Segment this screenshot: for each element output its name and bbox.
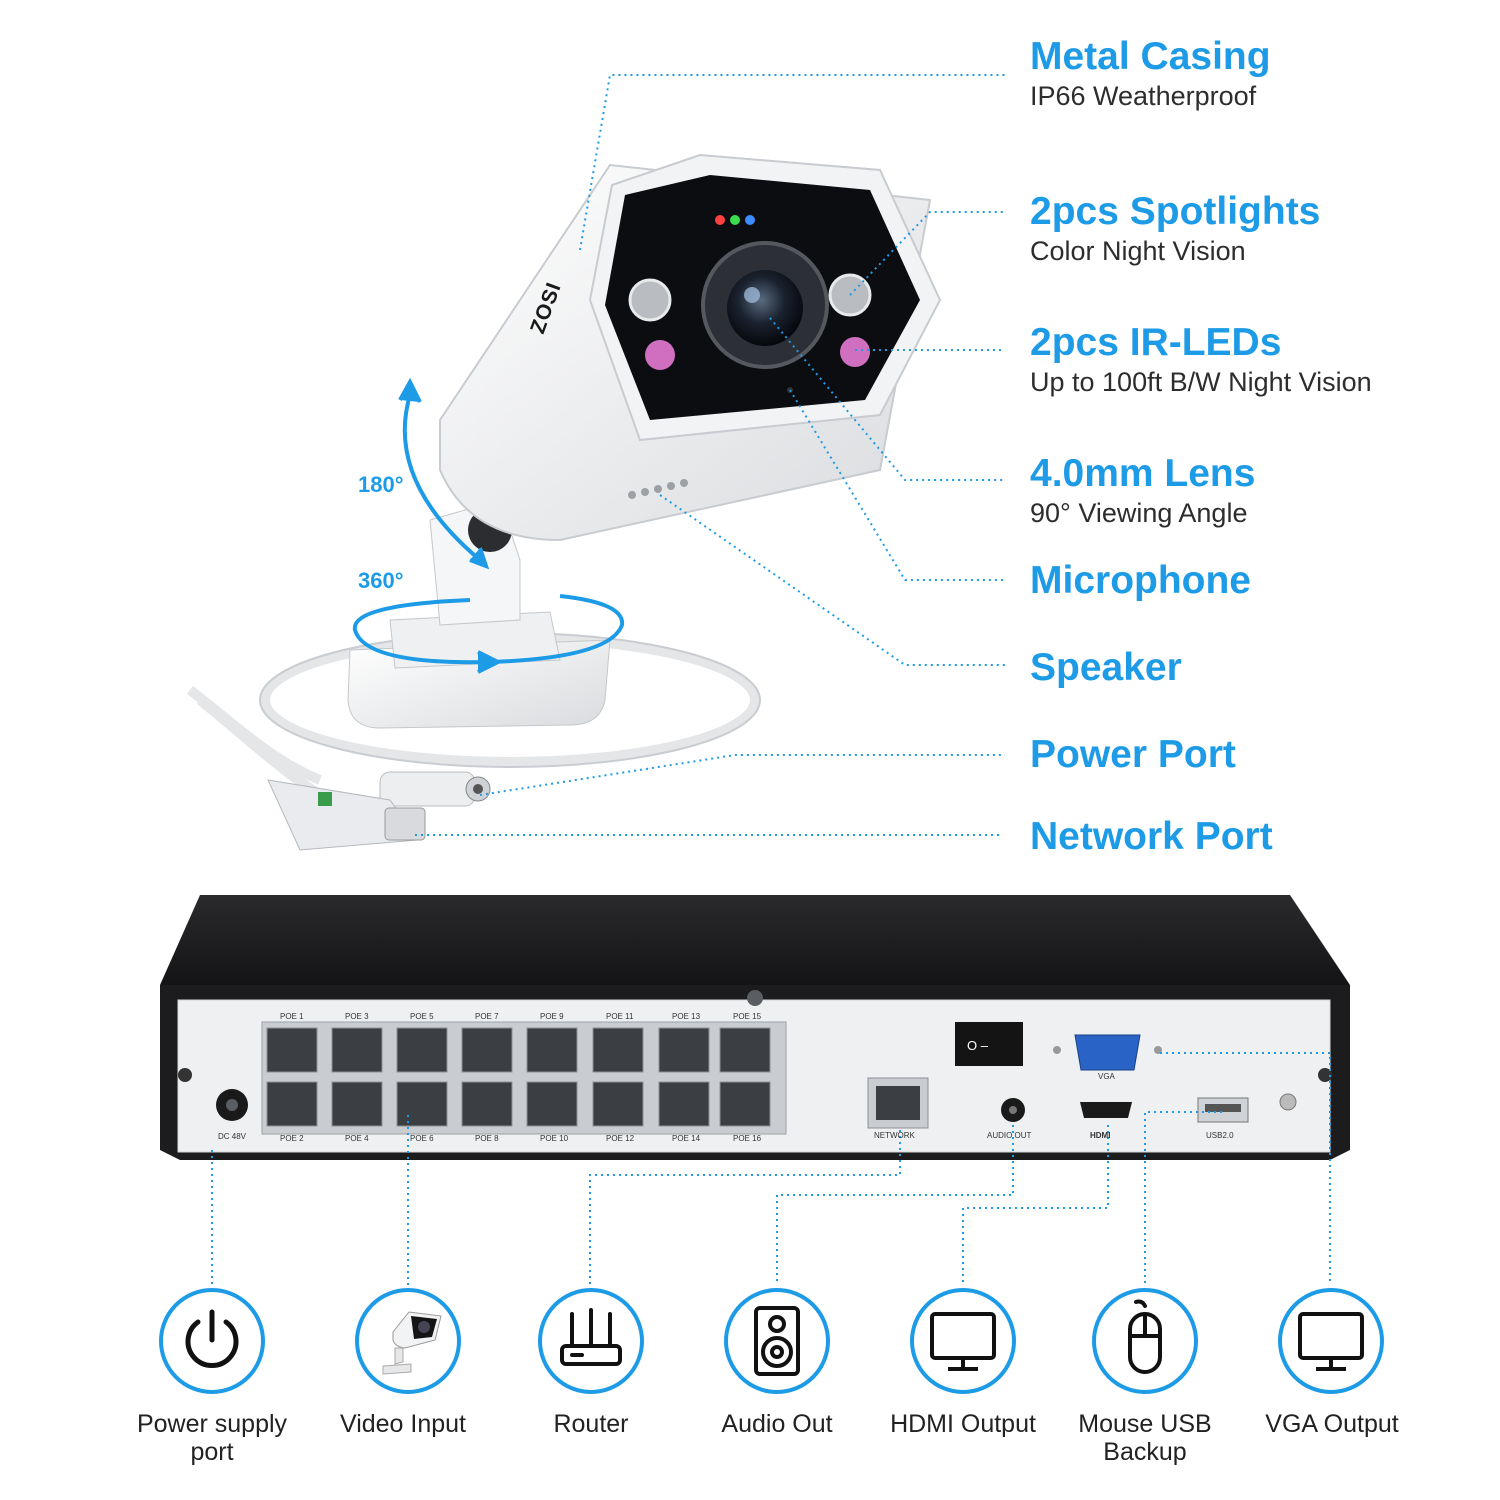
audio-out-circle xyxy=(724,1288,830,1394)
feature-network-port: Network Port xyxy=(1030,814,1273,860)
feature-ir-leds: 2pcs IR-LEDs Up to 100ft B/W Night Visio… xyxy=(1030,320,1372,398)
poe-port-top-label: POE 5 xyxy=(410,1012,434,1021)
power-supply-circle xyxy=(159,1288,265,1394)
tilt-arrow xyxy=(398,377,490,570)
feature-subtitle: IP66 Weatherproof xyxy=(1030,81,1257,111)
feature-title: Speaker xyxy=(1030,646,1182,689)
poe-port xyxy=(266,1027,318,1073)
poe-port xyxy=(396,1081,448,1127)
monitor-icon xyxy=(930,1312,996,1371)
poe-port-top-label: POE 9 xyxy=(540,1012,564,1021)
router-circle xyxy=(538,1288,644,1394)
video-input-circle xyxy=(355,1288,461,1394)
poe-port-bottom-label: POE 10 xyxy=(540,1134,569,1143)
tilt-angle-label: 180° xyxy=(358,472,404,497)
vga-port-label: VGA xyxy=(1098,1072,1115,1081)
nvr-leaders xyxy=(211,1052,1331,1285)
feature-subtitle: Color Night Vision xyxy=(1030,236,1246,266)
feature-spotlights: 2pcs Spotlights Color Night Vision xyxy=(1030,189,1320,267)
interface-label-router: Router xyxy=(553,1410,629,1438)
poe-port-bottom-label: POE 6 xyxy=(410,1134,434,1143)
poe-port-bottom-label: POE 14 xyxy=(672,1134,701,1143)
router-icon xyxy=(560,1308,622,1366)
mouse-usb-circle xyxy=(1092,1288,1198,1394)
poe-port-bottom-label: POE 2 xyxy=(280,1134,304,1143)
poe-port xyxy=(719,1081,771,1127)
camera-icon xyxy=(382,1311,442,1375)
poe-port-top-label: POE 1 xyxy=(280,1012,304,1021)
interface-label-audio: Audio Out xyxy=(721,1410,833,1438)
poe-port xyxy=(526,1081,578,1127)
camera-body xyxy=(439,153,942,542)
audio-port-label: AUDIO OUT xyxy=(987,1131,1032,1140)
feature-title: 4.0mm Lens xyxy=(1030,452,1256,495)
vga-output-circle xyxy=(1278,1288,1384,1394)
poe-port xyxy=(331,1027,383,1073)
feature-subtitle: Up to 100ft B/W Night Vision xyxy=(1030,367,1372,397)
poe-port xyxy=(461,1081,513,1127)
feature-title: Network Port xyxy=(1030,815,1273,858)
poe-port xyxy=(396,1027,448,1073)
speaker-icon xyxy=(754,1306,800,1376)
interface-label-vga: VGA Output xyxy=(1265,1410,1399,1438)
poe-port-top-label: POE 15 xyxy=(733,1012,762,1021)
power-connector xyxy=(379,771,491,807)
poe-port-top-label: POE 11 xyxy=(606,1012,634,1021)
poe-port xyxy=(331,1081,383,1127)
feature-subtitle: 90° Viewing Angle xyxy=(1030,498,1248,528)
poe-port-bottom-label: POE 4 xyxy=(345,1134,369,1143)
feature-title: Microphone xyxy=(1030,559,1251,602)
poe-port xyxy=(658,1081,710,1127)
interface-label-power: Power supply port xyxy=(136,1410,288,1466)
feature-title: 2pcs Spotlights xyxy=(1030,190,1321,233)
poe-port-top-label: POE 7 xyxy=(475,1012,499,1021)
poe-port-bottom-label: POE 12 xyxy=(606,1134,635,1143)
nvr-recorder xyxy=(160,895,1350,1160)
power-switch-label: O – xyxy=(967,1038,988,1053)
feature-power-port: Power Port xyxy=(1030,732,1236,778)
feature-title: Metal Casing xyxy=(1030,35,1271,78)
feature-title: 2pcs IR-LEDs xyxy=(1030,321,1282,364)
feature-speaker: Speaker xyxy=(1030,645,1182,691)
poe-port xyxy=(526,1027,578,1073)
poe-port xyxy=(592,1081,644,1127)
usb-port-label: USB2.0 xyxy=(1206,1131,1234,1140)
poe-port xyxy=(592,1027,644,1073)
mouse-icon xyxy=(1128,1299,1162,1374)
monitor-icon xyxy=(1298,1312,1364,1371)
network-port-label: NETWORK xyxy=(874,1131,915,1140)
pan-angle-label: 360° xyxy=(358,568,404,593)
hdmi-output-circle xyxy=(910,1288,1016,1394)
camera-leaders xyxy=(415,74,1005,836)
poe-port xyxy=(658,1027,710,1073)
poe-port xyxy=(719,1027,771,1073)
poe-port-top-label: POE 3 xyxy=(345,1012,369,1021)
feature-metal-casing: Metal Casing IP66 Weatherproof xyxy=(1030,34,1271,112)
poe-port-bottom-label: POE 8 xyxy=(475,1134,499,1143)
network-connector xyxy=(267,779,426,851)
feature-microphone: Microphone xyxy=(1030,558,1251,604)
pan-arrow xyxy=(352,594,625,674)
hdmi-port-label: HDMI xyxy=(1090,1131,1111,1140)
feature-lens: 4.0mm Lens 90° Viewing Angle xyxy=(1030,451,1255,529)
power-icon xyxy=(185,1309,239,1368)
poe-port xyxy=(266,1081,318,1127)
poe-port-top-label: POE 13 xyxy=(672,1012,701,1021)
feature-title: Power Port xyxy=(1030,733,1236,776)
interface-label-hdmi: HDMI Output xyxy=(890,1410,1036,1438)
poe-port xyxy=(461,1027,513,1073)
interface-label-mouse: Mouse USB Backup xyxy=(1078,1410,1212,1466)
dc-port-label: DC 48V xyxy=(218,1132,247,1141)
poe-port-bottom-label: POE 16 xyxy=(733,1134,762,1143)
interface-label-video: Video Input xyxy=(339,1410,467,1438)
